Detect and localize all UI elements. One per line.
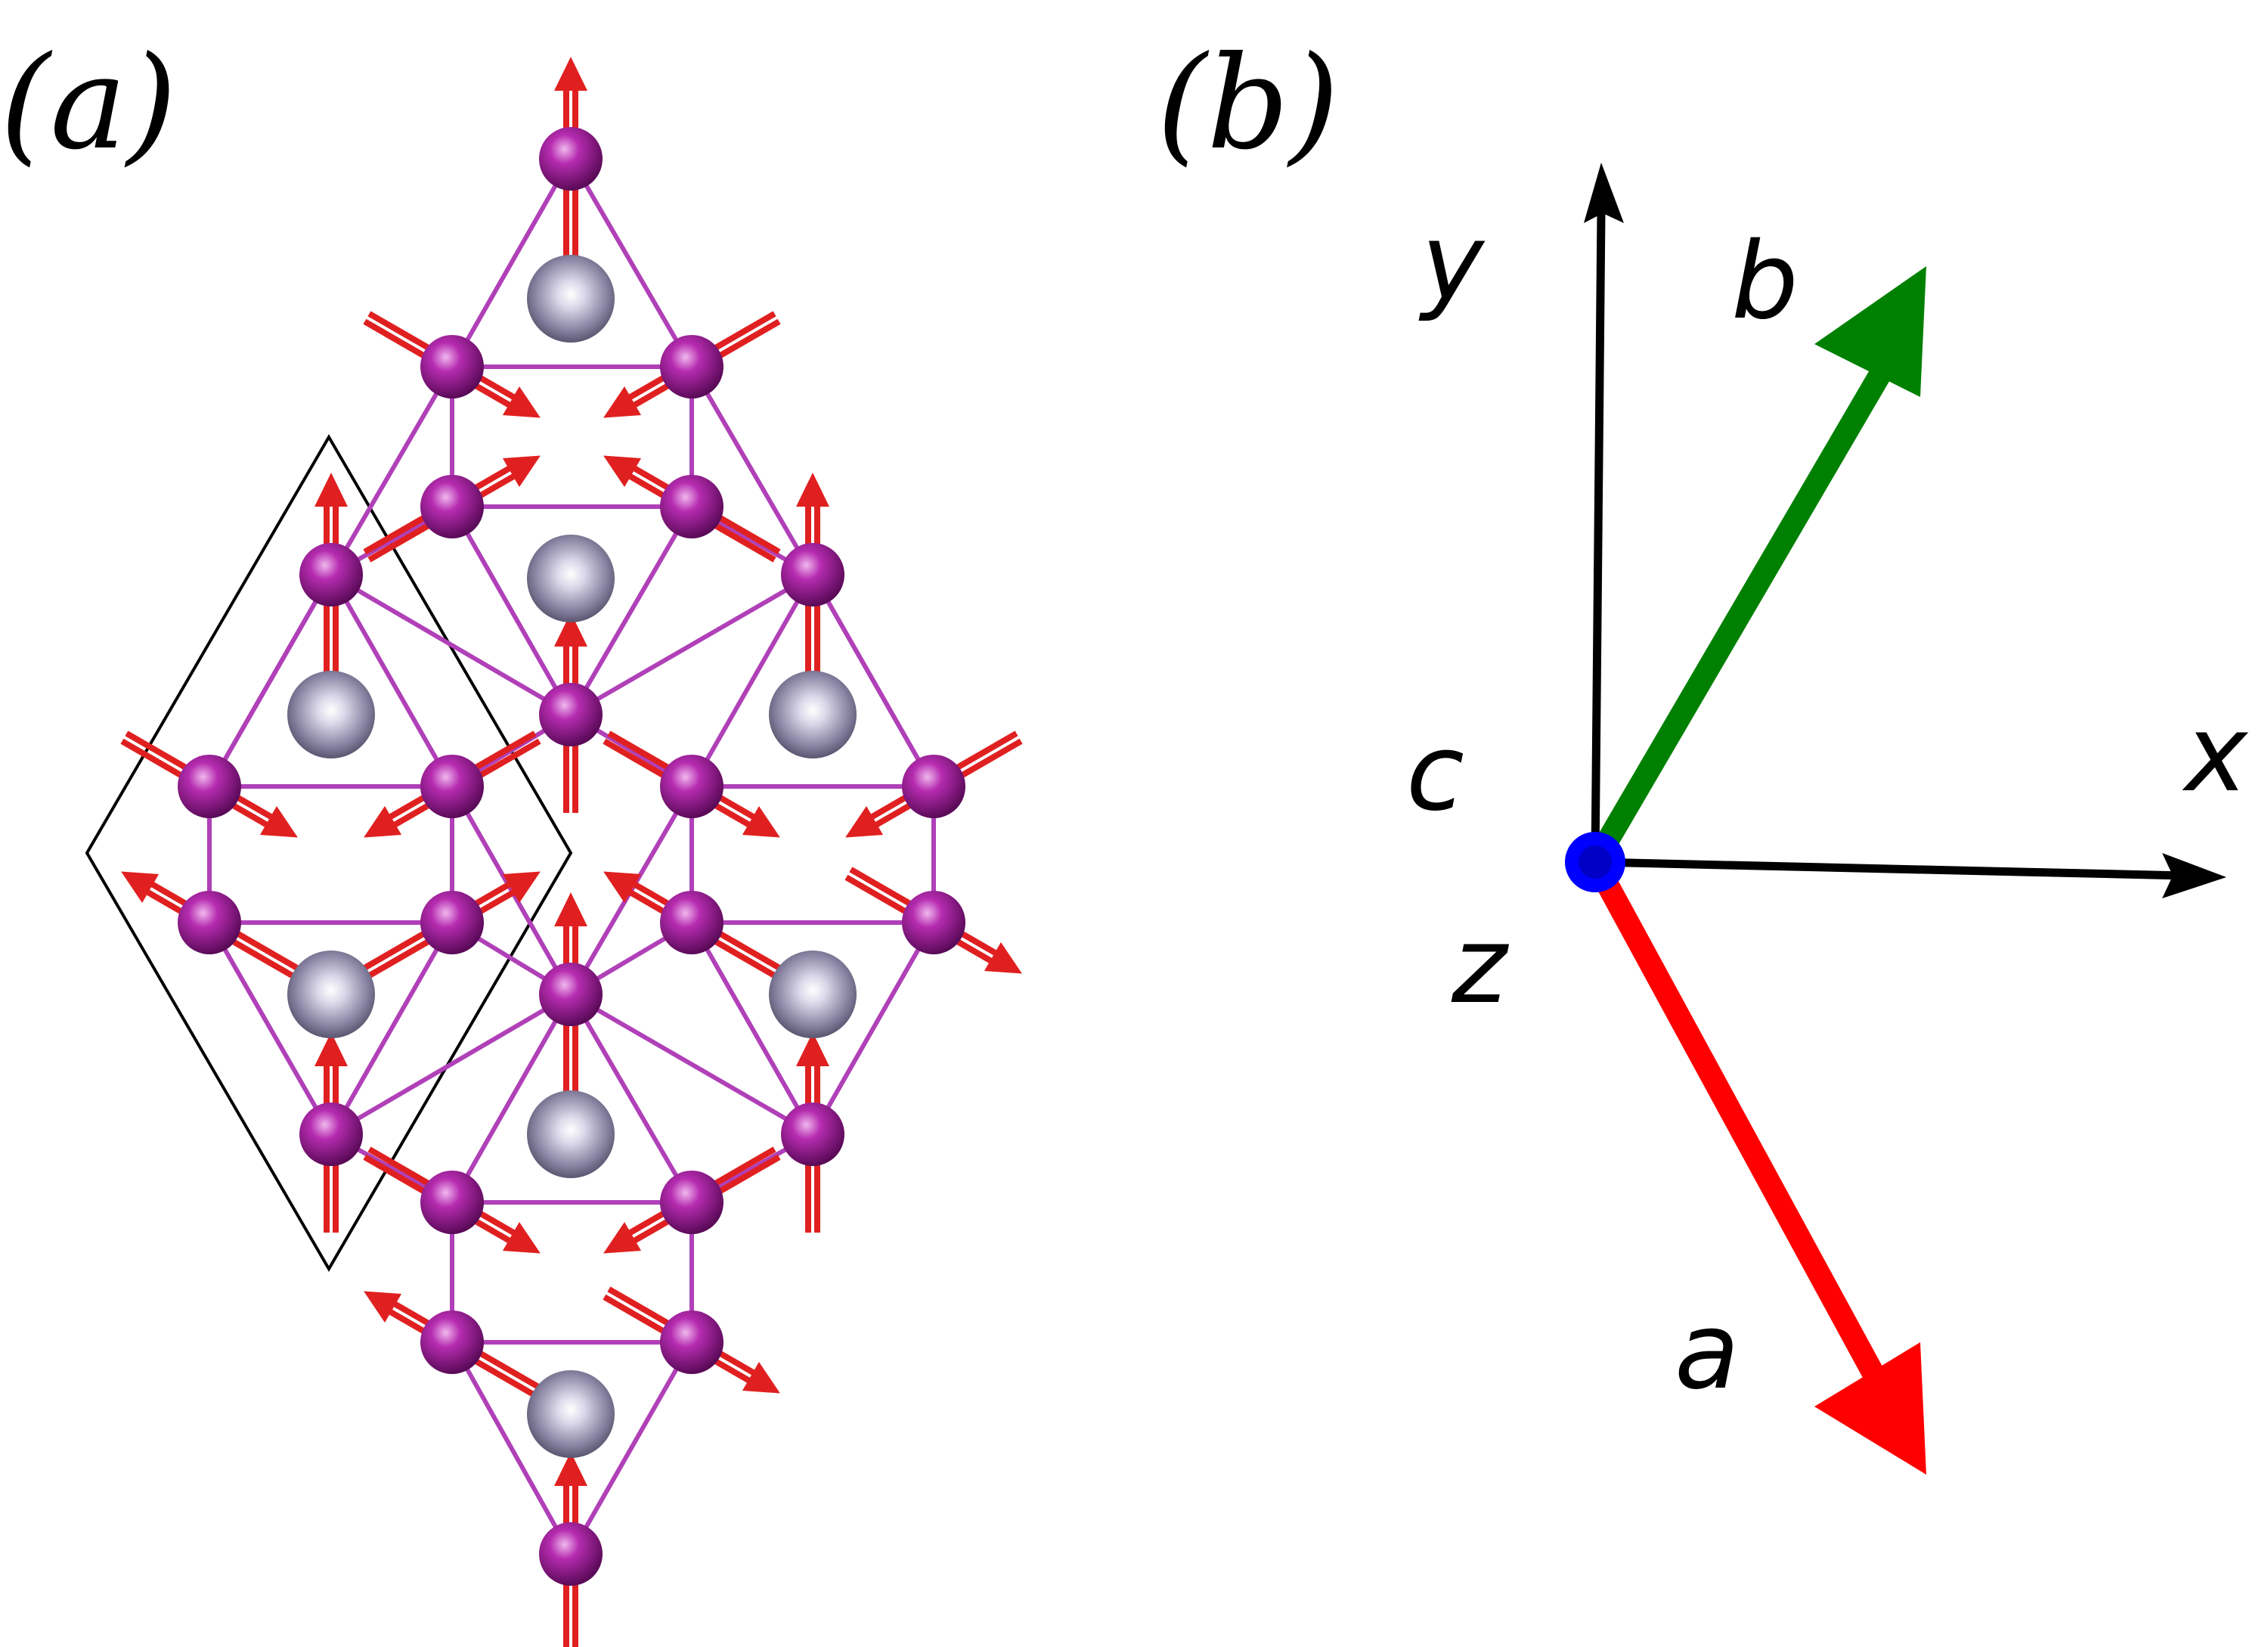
magnetic-atom [660,1171,723,1234]
magnetic-atoms [178,127,965,1586]
magnetic-atom [539,127,603,191]
bond-network [207,157,936,1556]
a-vector-label: a [1675,1290,1740,1413]
magnetic-atom [660,891,723,954]
bond [810,573,936,788]
nonmagnetic-atom [769,951,857,1038]
y-axis-arrow [1584,163,1624,863]
bond [569,572,814,717]
magnetic-atom [902,891,965,954]
magnetic-atom [539,963,603,1026]
bond [207,573,333,788]
magnetic-atom [178,755,241,818]
b-vector-label: b [1731,220,1799,343]
magnetic-atom [660,335,723,399]
magnetic-atom [420,475,484,538]
bond [450,1341,573,1556]
z-axis-label: z [1451,904,1510,1028]
bond [450,505,573,716]
bond [569,157,694,368]
x-axis-arrow [1594,853,2226,898]
magnetic-atom [420,335,484,399]
c-vector-label: c [1406,712,1464,835]
bond [329,921,454,1136]
unit-cell-outline [85,434,573,1272]
nonmagnetic-atoms [287,255,857,1458]
bond [689,365,815,576]
magnetic-atom [660,755,723,818]
panel-a-label: (a) [0,29,177,178]
magnetic-atom [420,755,484,818]
magnetic-atom [178,891,241,954]
bond [207,921,333,1136]
magnetic-atom [902,755,965,818]
bond [689,573,815,788]
bond [330,992,572,1137]
panel-a: (a) [0,29,1023,1647]
magnetic-atom [299,1103,363,1166]
bond [569,993,694,1204]
bond [569,1341,694,1556]
b-vector-arrow [1585,266,1926,868]
magnetic-atom [781,1103,844,1166]
magnetic-atom [539,1522,603,1586]
magnetic-atom [660,475,723,538]
bond [329,573,454,788]
bond [689,921,815,1136]
magnetic-atom [299,543,363,606]
nonmagnetic-atom [527,255,615,343]
nonmagnetic-atom [527,1370,615,1458]
bond [329,365,454,576]
magnetic-atom [420,891,484,954]
magnetic-atom [420,1171,484,1234]
nonmagnetic-atom [287,671,375,758]
bond [810,921,936,1136]
magnetic-atom [420,1310,484,1374]
bond [569,992,814,1137]
bond [450,993,573,1204]
magnetic-atom [539,683,603,746]
nonmagnetic-atom [287,951,375,1038]
nonmagnetic-atom [527,1090,615,1178]
a-vector-arrow [1585,856,1926,1475]
panel-b: (b) y b x c z a [1157,29,2249,1475]
x-axis-label: x [2182,693,2249,816]
magnetic-atom [660,1310,723,1374]
magnetic-atom [781,543,844,606]
y-axis-label: y [1418,201,1486,324]
nonmagnetic-atom [527,535,615,622]
nonmagnetic-atom [769,671,857,758]
bond [330,572,572,717]
bond [569,505,694,716]
panel-b-label: (b) [1157,29,1339,178]
bond [450,157,573,368]
